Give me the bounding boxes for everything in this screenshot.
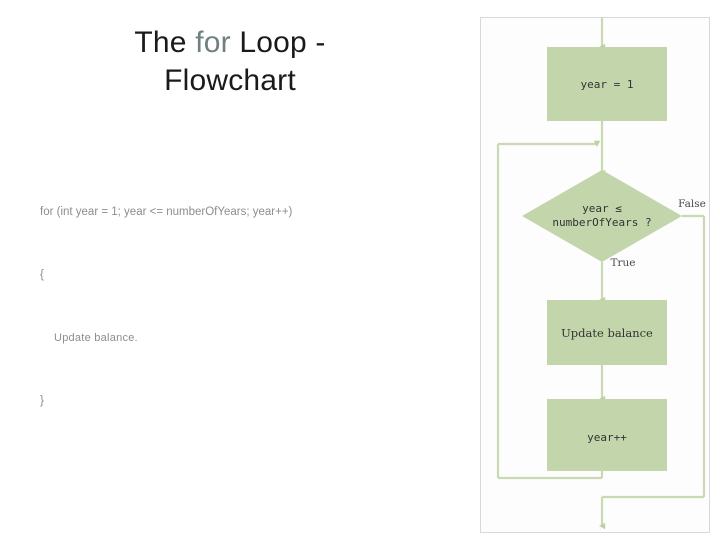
code-line-4: }	[40, 395, 44, 407]
code-line-2: {	[40, 269, 44, 281]
title-line2: Flowchart	[164, 64, 296, 97]
flowchart-image-frame: year = 1 year ≤ numberOfYears ? False Tr…	[480, 17, 710, 533]
node-body-label: Update balance	[561, 326, 653, 340]
code-line-3: Update balance.	[54, 332, 138, 344]
code-snippet: for (int year = 1; year <= numberOfYears…	[40, 160, 440, 433]
node-increment-box	[547, 399, 667, 471]
branch-label-false: False	[678, 198, 706, 210]
title-suffix: Loop -	[230, 26, 326, 59]
node-condition-label-line1: year ≤	[582, 202, 622, 215]
for-loop-flowchart: year = 1 year ≤ numberOfYears ? False Tr…	[496, 18, 706, 530]
code-line-1: for (int year = 1; year <= numberOfYears…	[40, 206, 293, 218]
branch-label-true: True	[611, 257, 636, 269]
node-condition-diamond	[522, 170, 682, 262]
title-keyword-for: for	[195, 26, 231, 59]
node-init-box	[547, 47, 667, 121]
page-title: The for Loop - Flowchart	[40, 24, 420, 100]
node-condition-label-line2: numberOfYears ?	[552, 216, 651, 229]
node-init-label: year = 1	[581, 78, 634, 91]
node-body-box	[547, 300, 667, 365]
title-prefix: The	[134, 26, 196, 59]
node-increment-label: year++	[587, 431, 627, 444]
